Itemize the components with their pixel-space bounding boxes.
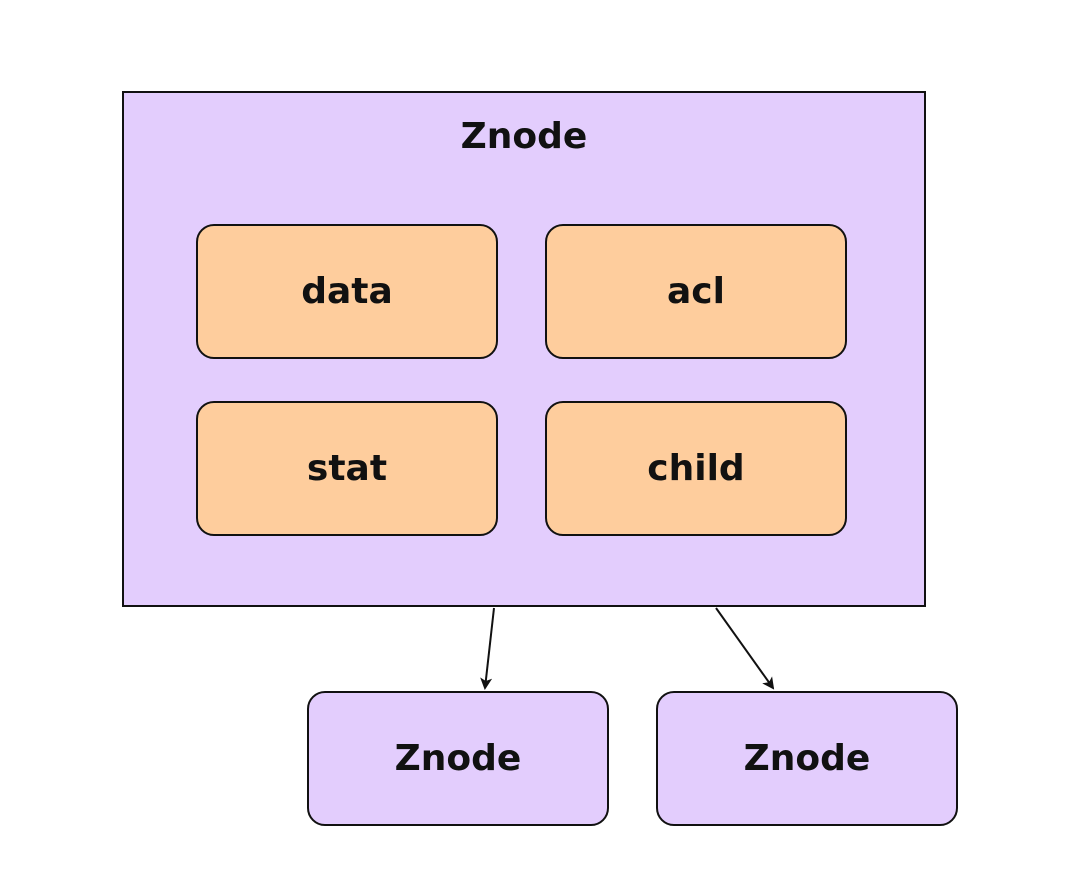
parent-znode-title: Znode [460,116,588,157]
field-stat: stat [196,401,498,536]
edge-parent-to-child-left [480,607,495,690]
field-data: data [196,224,498,359]
edge-parent-to-child-right [715,607,775,690]
field-acl: acl [545,224,847,359]
parent-znode-container: Znode data acl stat child [122,91,926,607]
field-child: child [545,401,847,536]
child-znode-right: Znode [656,691,958,826]
child-znode-left: Znode [307,691,609,826]
